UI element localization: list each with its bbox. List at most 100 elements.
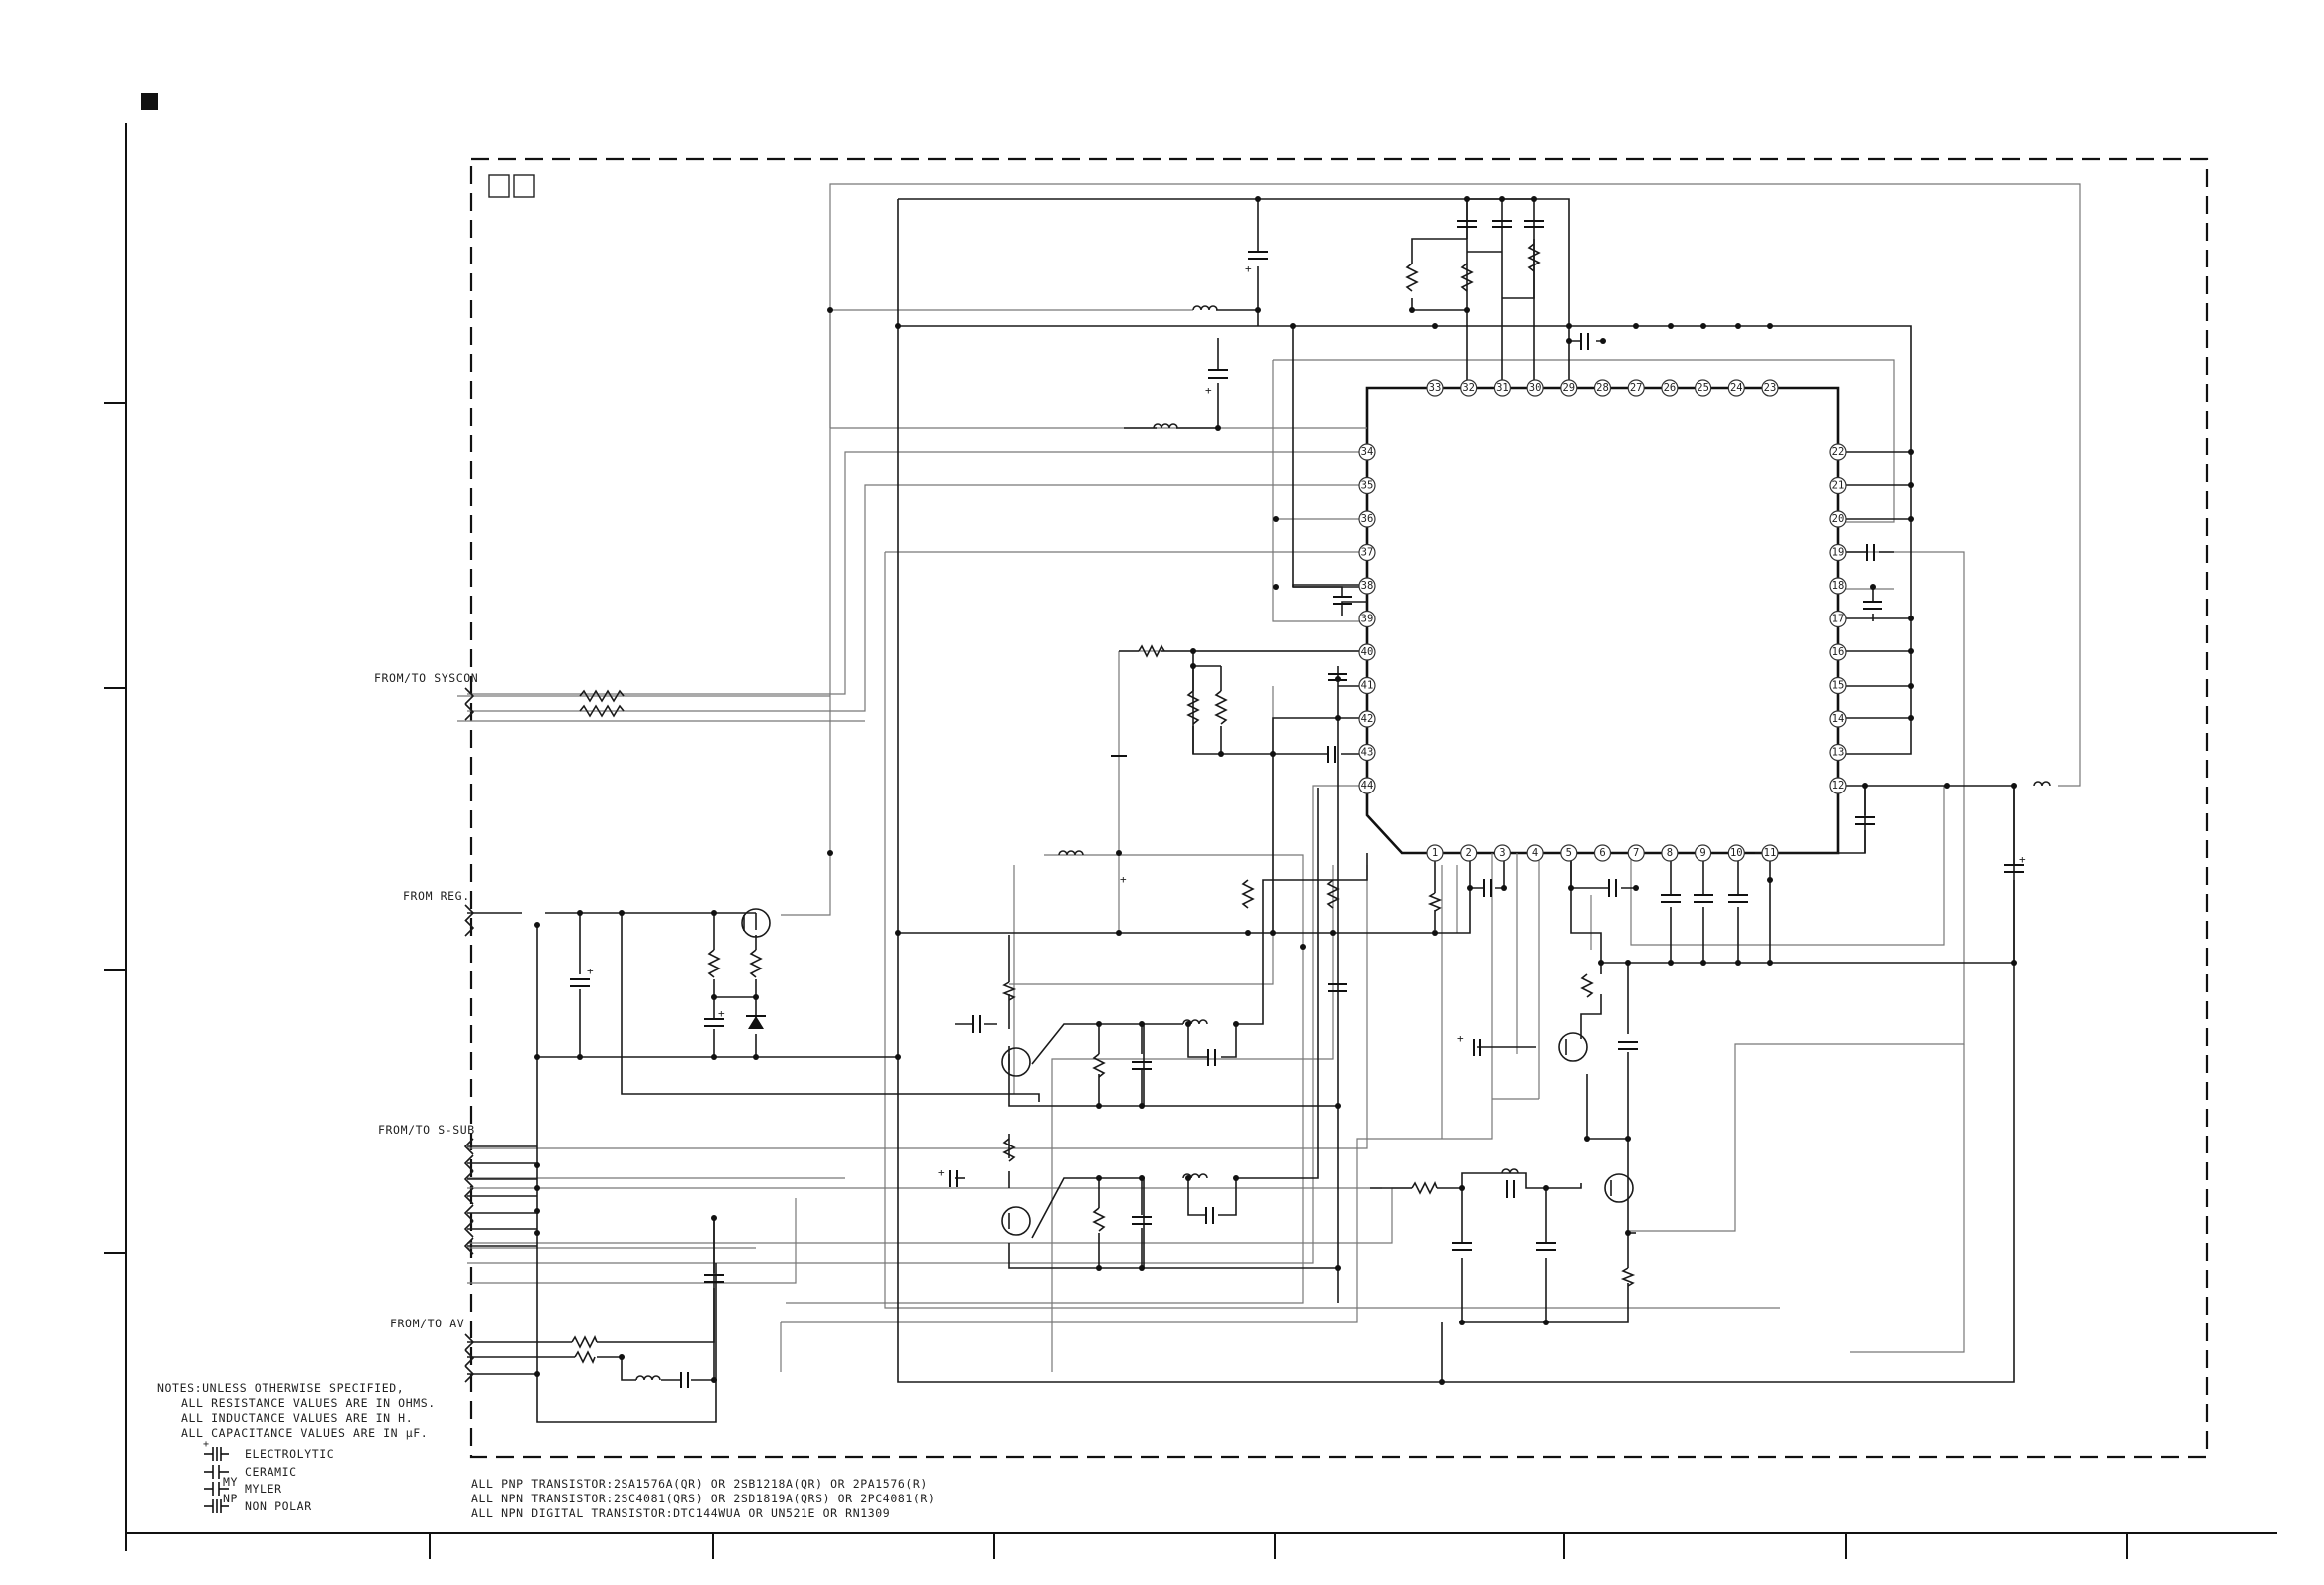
ic-pin-5-label: 5 [1566,847,1572,859]
ic-pin-2-circle [1460,844,1478,862]
ic-pin-23-label: 23 [1764,382,1777,394]
legend-mark-myler: MY [223,1475,238,1489]
legend-label-non-polar: NON POLAR [245,1499,312,1513]
label-from-reg: FROM REG. [403,889,470,903]
svg-text:+: + [1245,263,1252,275]
ic-pin-35-circle [1358,476,1376,495]
ic-pin-21-circle [1829,476,1847,495]
ic-body [1365,386,1840,855]
ic-pin-41-label: 41 [1361,680,1374,692]
notes-line-capacitance: ALL CAPACITANCE VALUES ARE IN μF. [181,1426,428,1440]
label-from-to-syscon: FROM/TO SYSCON [374,671,478,685]
ic-pin-36-circle [1358,510,1376,528]
ic-pin-11-circle [1761,844,1779,862]
ic-pin-31-label: 31 [1496,382,1509,394]
legend-mark-non-polar: NP [223,1492,238,1505]
title-marker-square [141,93,158,110]
ic-pin-25-label: 25 [1697,382,1709,394]
ic-pin-19-circle [1829,543,1847,562]
ic-pin-13-label: 13 [1832,747,1845,759]
ic-pin-24-label: 24 [1730,382,1743,394]
junction-dots [534,196,2017,1385]
zener-diode [746,1015,766,1029]
ic-pin-38-label: 38 [1361,580,1374,592]
ic-pin-3-circle [1493,844,1512,862]
svg-text:+: + [938,1166,945,1179]
ic-pin-32-circle [1460,379,1478,397]
ic-pin-17-circle [1829,610,1847,628]
ic-pin-41-circle [1358,676,1376,695]
ic-pin-37-label: 37 [1361,547,1374,559]
inductors [635,305,2051,1381]
ic-pin-39-label: 39 [1361,614,1374,625]
ic-pin-14-label: 14 [1832,713,1845,725]
ic-pin-37-circle [1358,543,1376,562]
ic-pin-24-circle [1727,379,1745,397]
ic-pin-25-circle [1694,379,1712,397]
ic-pin-35-label: 35 [1361,480,1374,492]
ic-pin-29-label: 29 [1562,382,1575,394]
ic-pin-34-label: 34 [1361,446,1374,458]
ic-pin-27-label: 27 [1630,382,1643,394]
transistor-note-npn-digital: ALL NPN DIGITAL TRANSISTOR:DTC144WUA OR … [471,1506,890,1520]
notes-line-resistance: ALL RESISTANCE VALUES ARE IN OHMS. [181,1396,436,1410]
section-label-box-2 [513,174,535,198]
legend-plus-mark: + [203,1439,209,1450]
ic-pin-1-circle [1426,844,1444,862]
legend-label-electrolytic: ELECTROLYTIC [245,1447,334,1461]
ic-pin-9-label: 9 [1699,847,1705,859]
ic-pin-21-label: 21 [1832,480,1845,492]
ic-pin-9-circle [1694,844,1712,862]
ic-pin-36-label: 36 [1361,513,1374,525]
ic-pin-26-label: 26 [1664,382,1677,394]
ic-pin-29-circle [1560,379,1578,397]
legend-symbols [204,1447,229,1513]
ic-pin-18-label: 18 [1832,580,1845,592]
ic-pin-39-circle [1358,610,1376,628]
ic-pin-43-label: 43 [1361,747,1374,759]
ic-pin-13-circle [1829,743,1847,762]
ic-pin-20-label: 20 [1832,513,1845,525]
ic-pin-7-label: 7 [1633,847,1639,859]
main-traces [467,198,2015,1423]
ic-pin-11-label: 11 [1764,847,1777,859]
svg-text:+: + [718,1007,725,1020]
ic-pin-33-circle [1426,379,1444,397]
ic-pin-34-circle [1358,443,1376,461]
board-outline [469,157,2209,1459]
ic-pin-30-circle [1526,379,1544,397]
svg-text:+: + [587,965,594,977]
ic-pin-1-label: 1 [1432,847,1438,859]
transistor-note-npn: ALL NPN TRANSISTOR:2SC4081(QRS) OR 2SD18… [471,1492,935,1505]
ic-pin-32-label: 32 [1462,382,1475,394]
section-label-box-1 [488,174,510,198]
ic-pin-17-label: 17 [1832,614,1845,625]
ic-pin-40-label: 40 [1361,646,1374,658]
ic-pin-27-circle [1627,379,1645,397]
legend-label-myler: MYLER [245,1482,282,1496]
ic-pin-44-label: 44 [1361,780,1374,792]
ic-pin-18-circle [1829,577,1847,595]
ic-pin-40-circle [1358,643,1376,661]
ic-pin-12-label: 12 [1832,780,1845,792]
ic-pin-31-circle [1493,379,1512,397]
ic-pin-12-circle [1829,777,1847,794]
capacitors [570,220,2024,1388]
thin-traces [457,183,2081,1372]
ic-pin-42-circle [1358,710,1376,728]
ic-pin-43-circle [1358,743,1376,762]
ic-pin-3-label: 3 [1499,847,1505,859]
transistors [741,908,1634,1236]
ic-pin-16-label: 16 [1832,646,1845,658]
ic-pin-33-label: 33 [1429,382,1442,394]
ic-pin-8-label: 8 [1667,847,1673,859]
ic-pin-23-circle [1761,379,1779,397]
ic-pin-26-circle [1661,379,1679,397]
ic-pin-30-label: 30 [1529,382,1542,394]
ic-pin-6-circle [1593,844,1612,862]
connector-arrow-wires [467,1145,537,1247]
ic-pin-38-circle [1358,577,1376,595]
frame-ticks [104,402,2128,1559]
